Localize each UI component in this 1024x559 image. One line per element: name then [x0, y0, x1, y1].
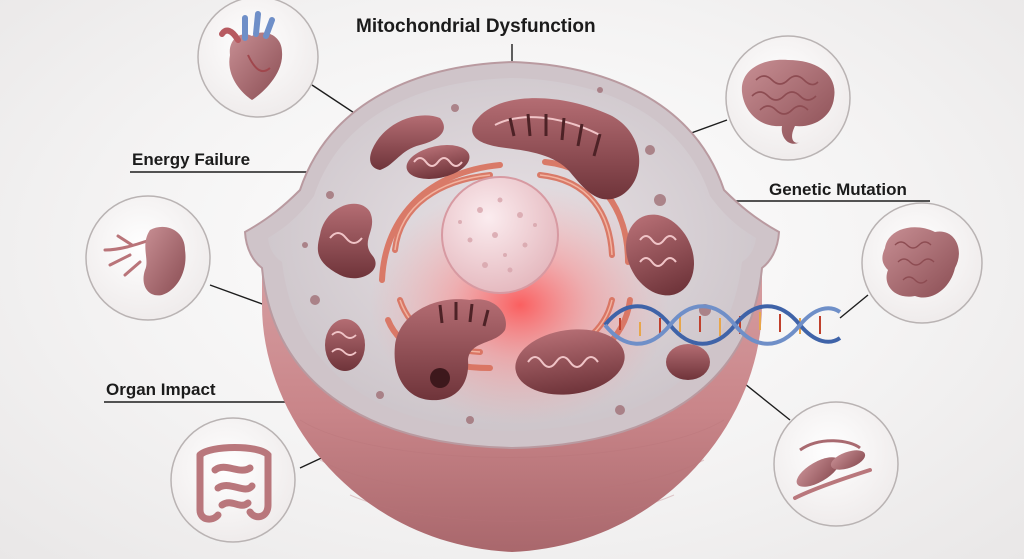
- cell: [243, 60, 842, 552]
- intestine-icon: [196, 444, 272, 523]
- pancreas-icon: [882, 227, 959, 298]
- mitochondrion-top: [472, 98, 640, 200]
- genetic-mutation-label: Genetic Mutation: [769, 180, 907, 199]
- energy-failure-label: Energy Failure: [132, 150, 251, 169]
- mitochondrion-small-2: [325, 319, 365, 371]
- brain-inset: [725, 35, 851, 161]
- mitochondrion-small-1: [406, 144, 470, 180]
- organ-impact-label: Organ Impact: [106, 380, 216, 399]
- mitochondrion-right: [625, 214, 695, 296]
- pancreas-inset: [861, 202, 983, 324]
- membrane-texture: [299, 419, 725, 522]
- brain-icon: [741, 59, 835, 144]
- organelle-upper-left: [370, 115, 444, 170]
- dna-helix: [603, 304, 842, 346]
- vasculature-leader-line: [209, 284, 266, 306]
- mitochondrion-lower: [515, 329, 625, 395]
- muscle-fiber-inset: [773, 401, 899, 527]
- muscle-fiber-icon: [793, 439, 872, 500]
- mitochondria: [317, 98, 710, 401]
- heart-inset: [197, 0, 319, 118]
- vesicles: [302, 87, 711, 424]
- vasculature-inset: [85, 195, 211, 321]
- nucleus: [441, 176, 559, 294]
- pancreas-leader-line: [839, 294, 869, 319]
- mitochondrion-small-3: [666, 344, 710, 380]
- mitochondrion-left: [317, 203, 376, 279]
- intestine-inset: [170, 417, 296, 543]
- title-label: Mitochondrial Dysfunction: [356, 16, 596, 37]
- heart-icon: [219, 11, 283, 100]
- mitochondrion-damaged: [394, 299, 506, 401]
